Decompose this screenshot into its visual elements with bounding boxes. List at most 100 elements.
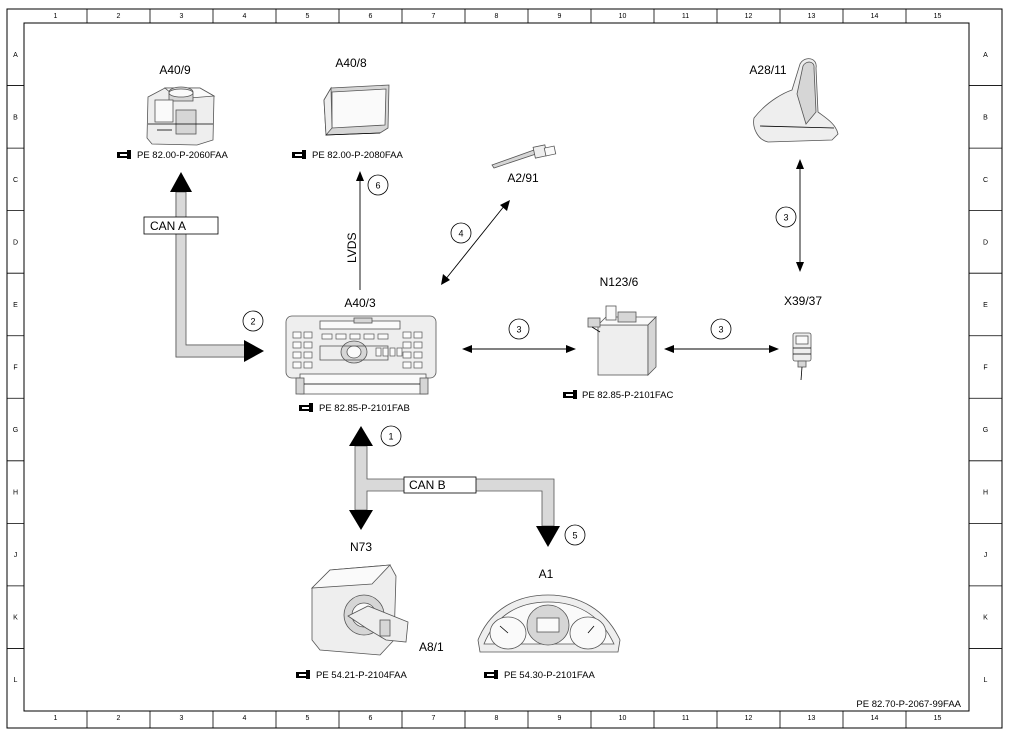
connection-6-number: 6 [375, 181, 380, 191]
x39-37-component[interactable]: X39/37 [784, 294, 822, 381]
row-label: D [983, 239, 988, 246]
connection-3-a: 3 [508, 318, 530, 340]
link-a28-11-x39-37[interactable] [796, 159, 804, 272]
head-unit-button [292, 351, 302, 359]
can-b-arrow-down-n73 [349, 510, 373, 530]
connection-3-a-number: 3 [516, 325, 521, 335]
head-unit-button [402, 351, 412, 359]
connection-3-b: 3 [710, 318, 732, 340]
column-label: 8 [495, 13, 499, 20]
link-4-arrow-end [500, 200, 510, 211]
row-label: H [13, 490, 18, 497]
head-unit-button [321, 333, 333, 340]
row-label: G [983, 427, 988, 434]
column-label: 12 [745, 715, 753, 722]
head-unit-button [413, 361, 423, 369]
head-unit-button [396, 347, 403, 357]
connection-4: 4 [450, 222, 472, 244]
a1-reference[interactable]: PE 54.30-P-2101FAA [484, 670, 595, 681]
n73-component[interactable]: N73 A8/1 PE 54.21-P-2104FAA [296, 540, 444, 681]
column-label: 4 [243, 13, 247, 20]
head-unit-button [413, 341, 423, 349]
head-unit-button [349, 333, 361, 340]
connection-3-b-number: 3 [718, 325, 723, 335]
lvds-link[interactable]: LVDS [345, 171, 364, 290]
row-label: K [983, 615, 988, 622]
head-unit-button [303, 361, 313, 369]
grid-references: 1122334455667788991010111112121313141415… [7, 9, 1002, 728]
head-unit-button [402, 341, 412, 349]
column-label: 9 [558, 715, 562, 722]
a28-11-component[interactable]: A28/11 [749, 58, 839, 143]
link-3a-arrow-right [566, 345, 576, 353]
n123-6-module-image [587, 305, 657, 376]
a40-3-component[interactable]: A40/3 PE 82.85-P-2101FAB [285, 296, 437, 414]
connection-1: 1 [380, 425, 402, 447]
connection-6: 6 [367, 174, 389, 196]
can-a-label: CAN A [150, 219, 186, 233]
a8-1-reference[interactable]: PE 54.21-P-2104FAA [296, 670, 407, 681]
head-unit-button [303, 331, 313, 339]
column-label: 12 [745, 13, 753, 20]
can-a-tag [143, 216, 219, 235]
hand-pointer-icon [292, 150, 306, 159]
link-4-arrow-start [441, 274, 450, 285]
connection-3-c: 3 [775, 206, 797, 228]
link-a40-3-a2-91[interactable] [441, 200, 510, 285]
head-unit-button [402, 361, 412, 369]
connection-4-number: 4 [458, 229, 463, 239]
a40-9-component[interactable]: A40/9 PE 82.00-P-2060FAA [117, 63, 228, 161]
column-label: 4 [243, 715, 247, 722]
a40-9-reference[interactable]: PE 82.00-P-2060FAA [117, 150, 228, 161]
a2-91-component[interactable]: A2/91 [491, 144, 557, 185]
link-a40-3-n123-6[interactable] [462, 345, 576, 353]
a40-8-component[interactable]: A40/8 PE 82.00-P-2080FAA [292, 56, 403, 161]
head-unit-button [389, 347, 396, 357]
column-label: 11 [682, 715, 689, 722]
connection-3-c-number: 3 [783, 213, 788, 223]
inner-frame [23, 22, 970, 712]
can-b-bus[interactable]: CAN B [349, 426, 560, 547]
column-label: 3 [180, 715, 184, 722]
row-label: F [13, 365, 17, 372]
link-3b-arrow-left [664, 345, 674, 353]
a40-9-label: A40/9 [159, 63, 191, 77]
head-unit-button [292, 331, 302, 339]
n123-6-component[interactable]: N123/6 PE 82.85-P-2101FAC [563, 275, 673, 401]
link-4-line [444, 204, 506, 281]
a40-8-reference[interactable]: PE 82.00-P-2080FAA [292, 150, 403, 161]
a40-3-head-unit-image [285, 315, 437, 395]
connection-1-number: 1 [388, 432, 393, 442]
a40-8-label: A40/8 [335, 56, 367, 70]
can-a-arrow-right [244, 340, 264, 362]
a40-3-reference[interactable]: PE 82.85-P-2101FAB [299, 403, 410, 414]
column-label: 6 [369, 13, 373, 20]
a1-label: A1 [539, 567, 554, 581]
a8-1-ref-text: PE 54.21-P-2104FAA [316, 670, 407, 681]
a2-91-label: A2/91 [507, 171, 539, 185]
can-b-arrow-down-a1 [536, 526, 560, 547]
head-unit-button [413, 351, 423, 359]
a1-component[interactable]: A1 PE 54.30-P-2101FAA [477, 567, 621, 681]
row-label: F [983, 365, 987, 372]
column-label: 8 [495, 715, 499, 722]
row-label: E [13, 302, 18, 309]
column-label: 1 [54, 715, 58, 722]
n123-6-label: N123/6 [600, 275, 639, 289]
row-label: K [13, 615, 18, 622]
head-unit-button [303, 341, 313, 349]
can-a-bus[interactable]: CAN A [143, 172, 264, 362]
n123-6-reference[interactable]: PE 82.85-P-2101FAC [563, 390, 673, 401]
can-b-tag [403, 476, 477, 494]
head-unit-button [377, 333, 389, 340]
x39-37-connector-image [792, 332, 812, 381]
column-label: 11 [682, 13, 689, 20]
hand-pointer-icon [484, 670, 498, 679]
column-label: 15 [934, 715, 942, 722]
column-label: 5 [306, 715, 310, 722]
link-n123-6-x39-37[interactable] [664, 345, 779, 353]
head-unit-button [363, 333, 375, 340]
head-unit-button [402, 331, 412, 339]
head-unit-button [375, 347, 382, 357]
